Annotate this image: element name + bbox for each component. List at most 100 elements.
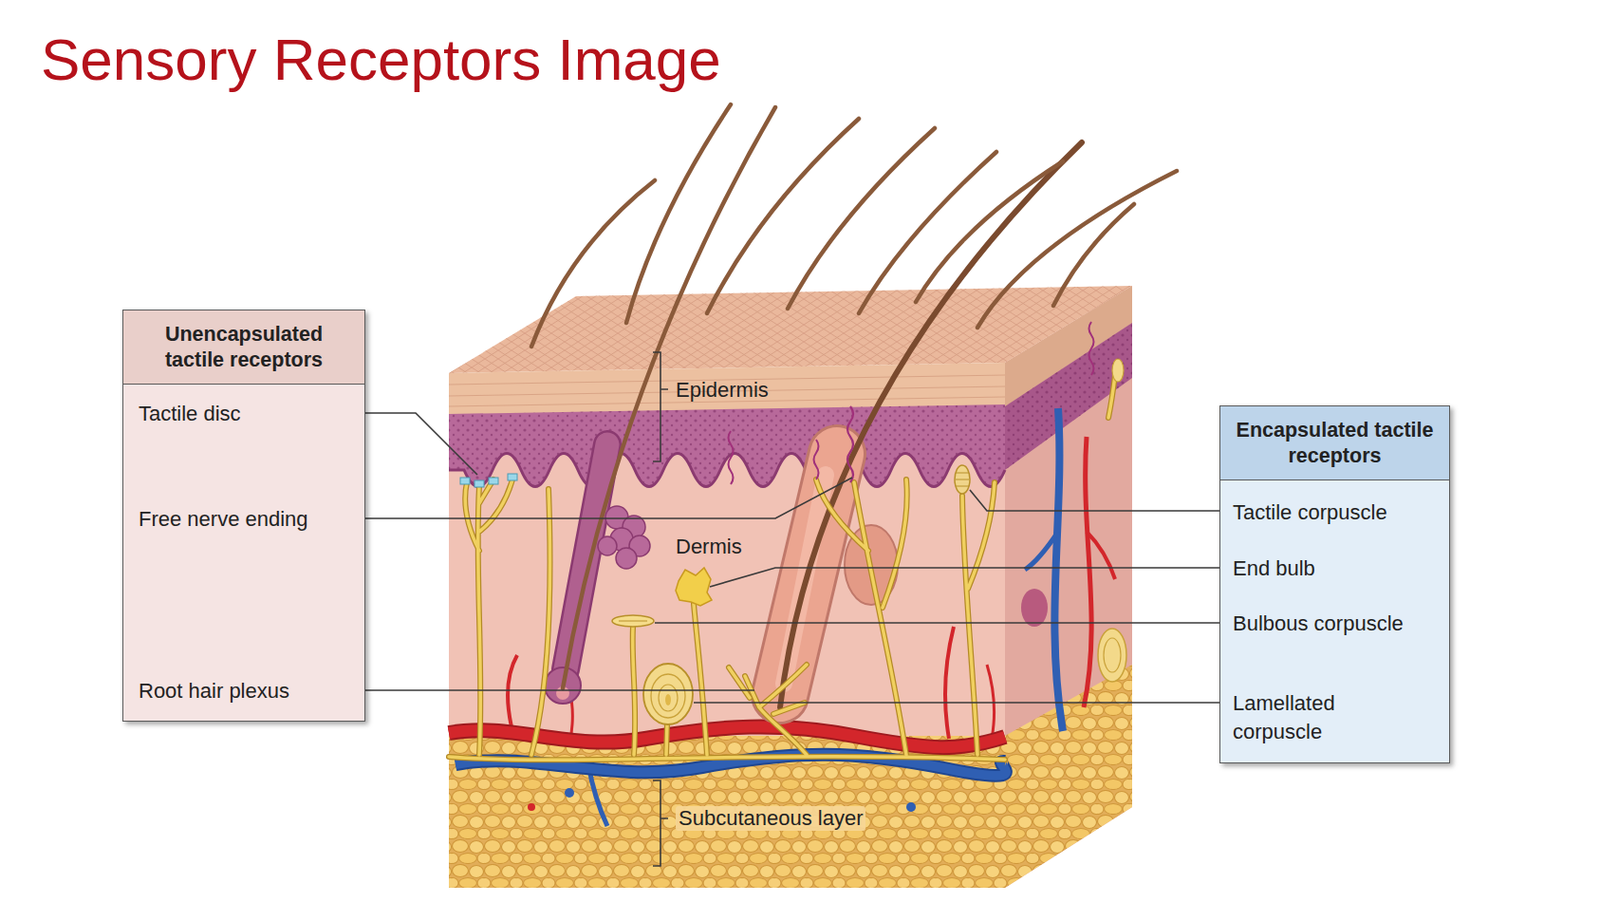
- side-face-part: [1004, 285, 1133, 888]
- side-face-part: [1103, 637, 1121, 672]
- receptors-part: [658, 684, 678, 711]
- layer-label: Epidermis: [675, 377, 769, 403]
- leader-lines-part: [693, 701, 1223, 704]
- front-face-part: [448, 404, 1005, 487]
- front-face-part: [448, 374, 1005, 407]
- side-face-part: [1089, 321, 1095, 375]
- receptors-part-part: [507, 473, 518, 481]
- leader-lines: [262, 412, 1223, 703]
- receptor-list-box: Unencapsulated tactile receptorsTactile …: [122, 309, 366, 722]
- layer-brackets-part: [652, 780, 669, 866]
- receptors-part: [728, 430, 734, 484]
- surface-hairs-part: [531, 180, 655, 347]
- surface-hairs-part: [858, 151, 997, 314]
- receptors-part: [612, 614, 654, 627]
- front-face-part: [448, 404, 1005, 487]
- layer-brackets: [652, 352, 669, 866]
- receptors-part: [618, 620, 648, 622]
- layer-label: Subcutaneous layer: [675, 805, 866, 831]
- nerve-fibers-part: [693, 603, 707, 755]
- blood-vessels-part: [564, 787, 575, 798]
- box-heading-band: Encapsulated tactile receptors: [1220, 406, 1450, 481]
- receptors-part: [651, 673, 686, 718]
- hair-follicles-part: [562, 107, 776, 689]
- blood-vessels-part: [986, 664, 995, 739]
- surface-hairs: [531, 104, 1177, 347]
- side-face-part: [1097, 628, 1127, 682]
- hair-follicles: [544, 107, 1082, 707]
- leader-lines-part: [323, 688, 755, 691]
- hair-follicles-part-part: [597, 536, 617, 556]
- receptor-name: Root hair plexus: [138, 678, 353, 704]
- front-face: [448, 362, 1005, 888]
- diagram-title: Sensory Receptors Image: [40, 28, 722, 91]
- surface-hairs-part: [977, 170, 1177, 328]
- receptors-part: [847, 406, 854, 483]
- box-heading-band: Unencapsulated tactile receptors: [123, 310, 365, 385]
- receptors-part: [665, 693, 671, 706]
- blood-vessels-part: [906, 801, 916, 812]
- layer-brackets-part: [652, 352, 669, 462]
- side-face: [1004, 285, 1133, 888]
- receptors-part-part: [460, 477, 470, 484]
- box-heading: Unencapsulated tactile receptors: [132, 321, 355, 373]
- receptors-part: [814, 439, 819, 480]
- side-face-part: [1086, 531, 1116, 579]
- surface-hairs-part: [1053, 204, 1135, 306]
- leader-lines-part: [709, 567, 1223, 587]
- leader-lines-part: [654, 621, 1223, 624]
- receptor-name: Tactile corpuscle: [1232, 500, 1418, 525]
- hair-follicles-part-part: [615, 547, 637, 569]
- surface-hairs-part: [915, 161, 1063, 302]
- blood-vessels: [448, 626, 1006, 826]
- receptors-part-part: [474, 480, 484, 487]
- receptor-name: Tactile disc: [138, 401, 353, 427]
- nerve-fibers-part: [531, 488, 551, 755]
- nerve-fibers-part: [962, 482, 995, 755]
- blood-vessels-part: [507, 654, 518, 731]
- receptor-name: Bulbous corpuscle: [1232, 611, 1418, 636]
- blood-vessels-part: [945, 626, 954, 739]
- surface-hairs-part: [626, 104, 731, 323]
- receptors: [460, 406, 970, 725]
- nerve-fibers-part: [465, 479, 513, 755]
- nerve-fibers-part: [465, 479, 513, 755]
- receptors-part: [954, 465, 970, 494]
- nerve-fibers-part: [728, 664, 807, 755]
- blood-vessels-part: [527, 802, 536, 811]
- nerve-fibers-part: [666, 724, 668, 755]
- side-face-part: [1112, 358, 1124, 382]
- front-face-part: [448, 735, 1005, 888]
- receptor-name: Lamellated corpuscle: [1232, 688, 1418, 746]
- front-face-part: [448, 453, 1005, 487]
- nerve-fibers-part: [816, 479, 908, 755]
- layer-label: Dermis: [675, 534, 743, 559]
- receptors-part: [675, 567, 712, 606]
- side-face-part: [1083, 436, 1092, 707]
- receptors-part-part: [488, 477, 499, 484]
- nerve-fibers: [448, 479, 1005, 760]
- nerve-fibers-part: [816, 479, 908, 755]
- nerve-fibers-part: [693, 603, 707, 755]
- side-face-part: [1108, 374, 1116, 418]
- nerve-fibers-part: [666, 724, 668, 755]
- side-face-part: [1024, 531, 1059, 570]
- side-face-part: [1108, 374, 1116, 418]
- leader-lines-part: [343, 477, 853, 519]
- box-heading: Encapsulated tactile receptors: [1229, 417, 1440, 469]
- receptor-name: End bulb: [1232, 556, 1418, 581]
- nerve-fibers-part: [448, 756, 1005, 761]
- receptors-part: [643, 663, 693, 725]
- nerve-fibers-part: [728, 664, 807, 755]
- receptor-name: Free nerve ending: [138, 506, 353, 532]
- side-face-part: [1004, 664, 1133, 888]
- surface-hairs-part: [706, 118, 859, 314]
- leader-lines-part: [969, 489, 1223, 511]
- receptors-part: [955, 472, 969, 486]
- surface-hairs-part: [787, 128, 935, 309]
- hair-follicles-part: [597, 505, 651, 569]
- nerve-fibers-part: [962, 482, 995, 755]
- receptors-part: [460, 473, 518, 487]
- receptor-list-box: Encapsulated tactile receptorsTactile co…: [1219, 405, 1451, 763]
